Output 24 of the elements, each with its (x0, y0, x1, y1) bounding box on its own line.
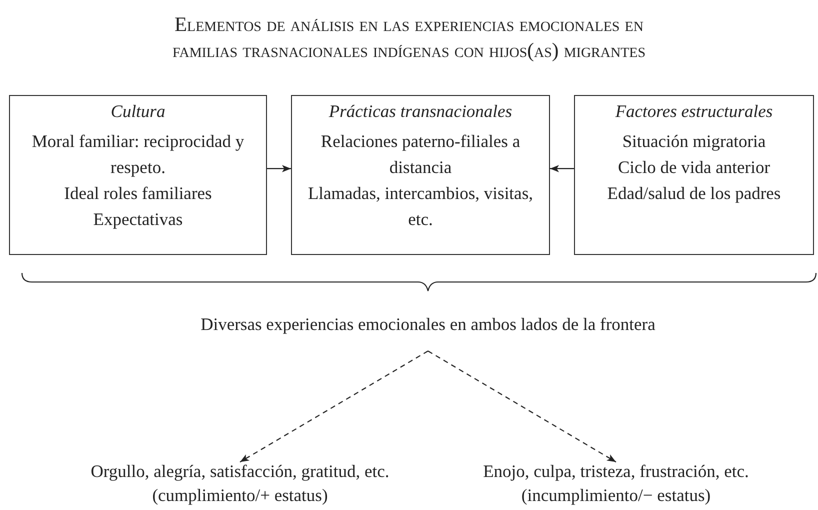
box-heading: Prácticas transnacionales (328, 100, 514, 123)
node-text: Ciclo de vida anterior (616, 156, 772, 179)
arrow (267, 165, 291, 172)
arrow (550, 165, 574, 172)
node-text: Relaciones paterno-filiales a distancia (320, 130, 522, 179)
node-text: Enojo, culpa, tristeza, frustración, etc. (482, 460, 750, 483)
node-text: Moral familiar: reciprocidad y respeto. (30, 130, 246, 179)
arrow (240, 350, 428, 462)
concept-box (291, 95, 550, 255)
concept-box (574, 95, 814, 255)
node-text: Ideal roles familiares (63, 182, 213, 205)
node-text: Orgullo, alegría, satisfacción, gratitud, etc. (90, 460, 390, 483)
arrow (428, 350, 616, 462)
box-heading: Factores estructurales (614, 100, 774, 123)
box-heading: Cultura (110, 100, 166, 123)
node-text: (cumplimiento/+ estatus) (151, 484, 329, 507)
node-text: (incumplimiento/− estatus) (520, 484, 712, 507)
node-text: Situación migratoria (621, 130, 767, 153)
concept-box (9, 95, 267, 255)
node-text: Expectativas (92, 208, 184, 231)
title: Elementos de análisis en las experiencias emocionales en familias trasnacionales indígenas con hijos(as) migrantes (171, 13, 647, 64)
node-text: Edad/salud de los padres (606, 182, 782, 205)
node-text: Llamadas, intercambios, visitas, etc. (306, 182, 534, 231)
node-text: Diversas experiencias emocionales en ambos lados de la frontera (200, 313, 656, 336)
